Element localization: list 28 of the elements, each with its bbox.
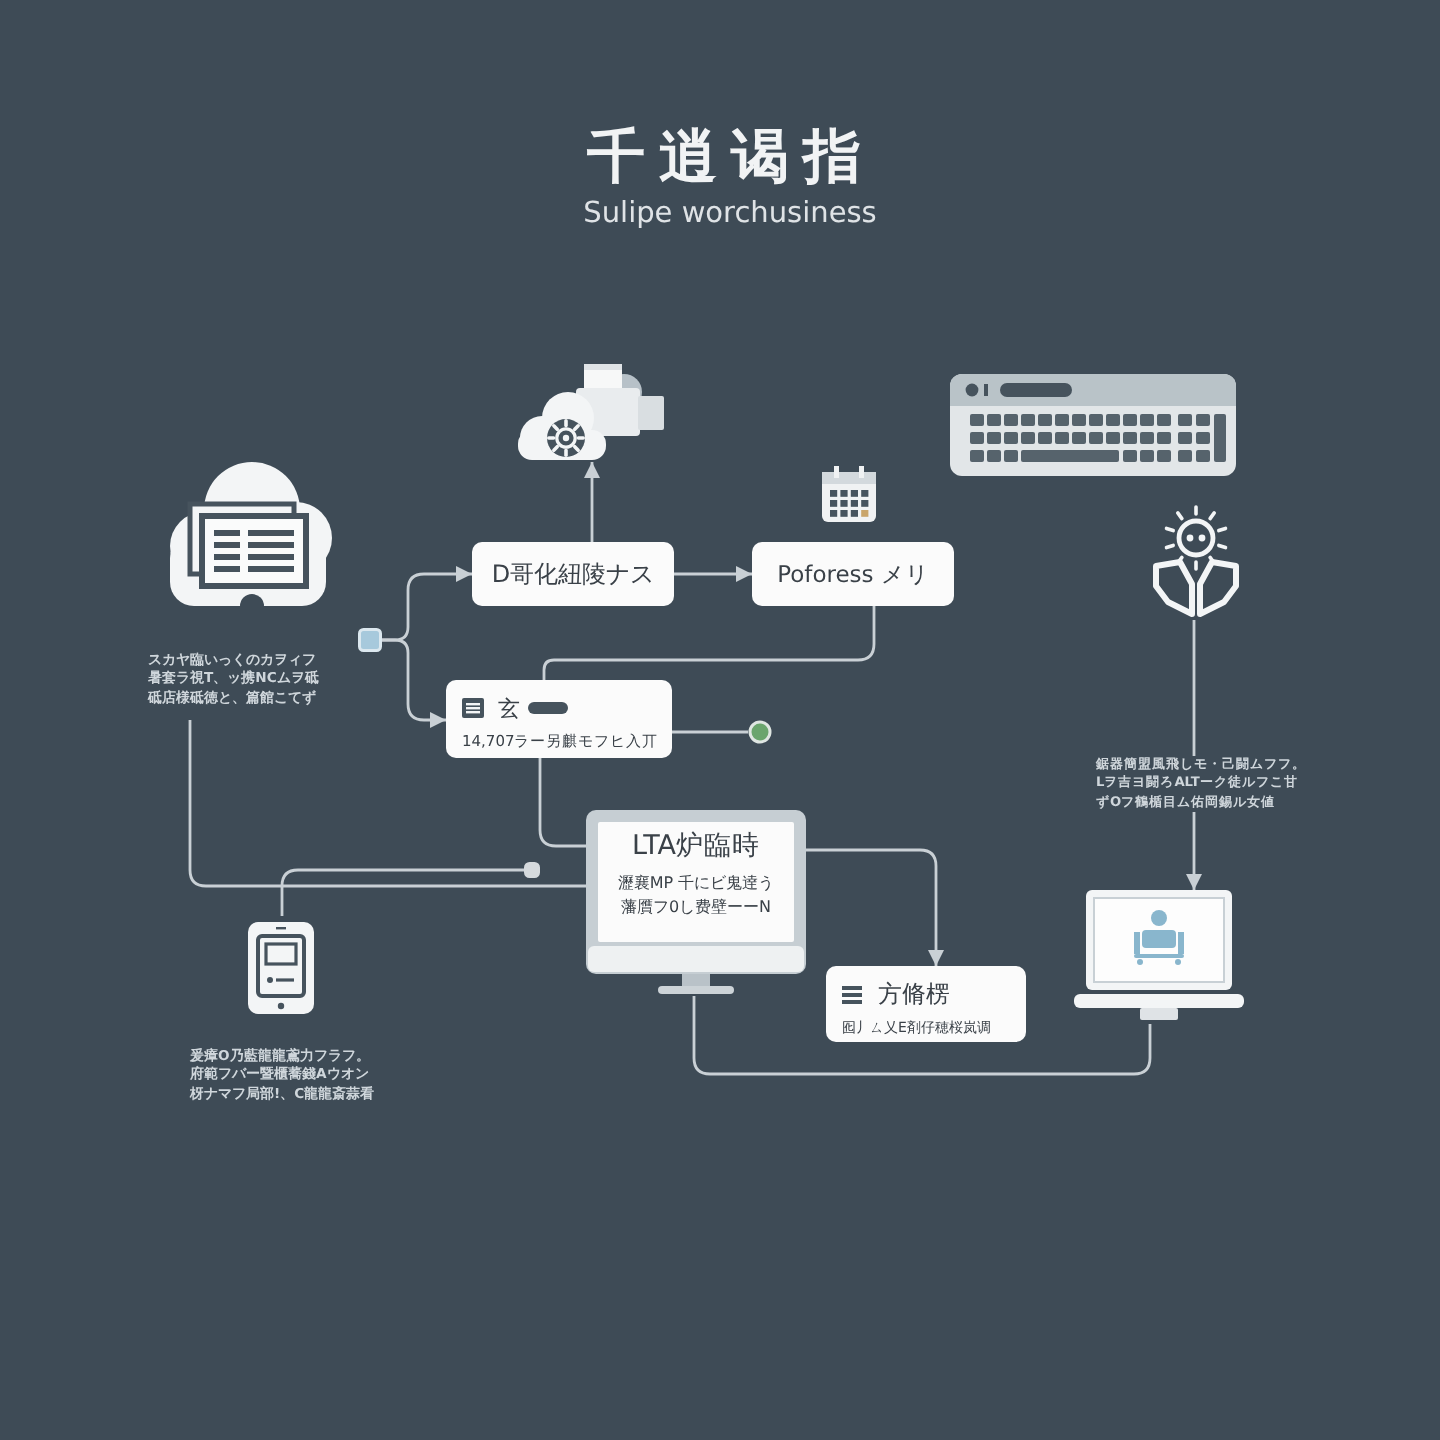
- connector-line: [1192, 620, 1196, 756]
- arrow: [674, 566, 752, 582]
- screen-title: LTA炉臨時: [629, 830, 763, 864]
- status-dot: [748, 720, 772, 744]
- laptop-icon: [1074, 890, 1244, 1024]
- connector-line: [188, 720, 586, 888]
- arrow: [382, 638, 446, 728]
- screen-text: 瀝襄MP 千にビ鬼逹う藩贋フ0し费壁ーーN: [615, 872, 777, 918]
- card: [446, 680, 672, 758]
- connector-line: [280, 868, 524, 916]
- arrow: [1186, 812, 1202, 890]
- subtitle: Sulipe worchusiness: [581, 196, 879, 232]
- arrow: [806, 848, 944, 966]
- sun-face-icon: [1148, 504, 1244, 620]
- title: 千逍谒指: [585, 120, 877, 192]
- junction-square: [524, 862, 540, 878]
- card: [826, 966, 1026, 1042]
- card-title: 玄: [498, 693, 520, 723]
- junction-square: [358, 628, 382, 652]
- process-box: D哥化紐陵ナス: [472, 542, 674, 606]
- connector-line: [538, 758, 586, 848]
- connector-line: [672, 730, 748, 734]
- process-box: Poforess メリ: [752, 542, 954, 606]
- card-title: 方脩楞: [878, 977, 950, 1011]
- connector-line: [692, 996, 1152, 1076]
- connector-line: [542, 606, 876, 680]
- arrow: [584, 462, 600, 542]
- cloud-gear-icon: [512, 358, 668, 462]
